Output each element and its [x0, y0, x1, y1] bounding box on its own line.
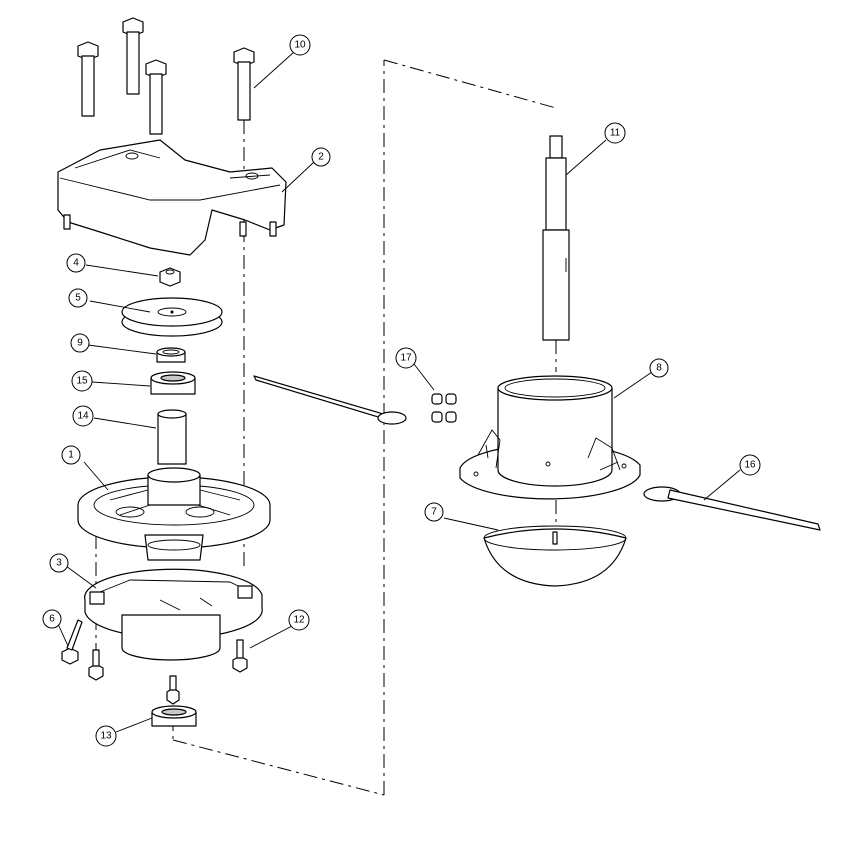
- bolt-short: [145, 59, 167, 135]
- callout-17: 17: [395, 347, 417, 369]
- dome-cover: [483, 525, 627, 587]
- svg-text:2: 2: [318, 152, 324, 163]
- spacer-ring: [156, 347, 186, 363]
- grease-fittings: [431, 393, 457, 423]
- screw-6: [61, 619, 83, 665]
- callout-5: 5: [68, 288, 88, 308]
- callout-9: 9: [70, 333, 90, 353]
- callout-12: 12: [288, 609, 310, 631]
- svg-text:8: 8: [656, 363, 662, 374]
- svg-text:14: 14: [77, 411, 89, 422]
- callout-16: 16: [739, 454, 761, 476]
- svg-text:7: 7: [431, 507, 437, 518]
- svg-text:10: 10: [294, 40, 306, 51]
- blade-rod-right: [643, 486, 821, 531]
- callout-6: 6: [42, 609, 62, 629]
- callout-11: 11: [604, 122, 626, 144]
- svg-text:5: 5: [75, 293, 81, 304]
- lower-bearing: [151, 705, 197, 727]
- callout-7: 7: [424, 502, 444, 522]
- screw-lower-left: [88, 649, 104, 681]
- spindle-housing: [77, 467, 271, 561]
- spindle-hub: [459, 375, 641, 500]
- leader-lines: [57, 51, 741, 733]
- svg-text:17: 17: [400, 353, 412, 364]
- bolt-10: [233, 47, 255, 121]
- svg-text:15: 15: [76, 376, 88, 387]
- screw-center: [166, 675, 180, 705]
- bolt-long-middle: [122, 17, 144, 95]
- bolt-long-left: [77, 41, 99, 117]
- callout-10: 10: [289, 34, 311, 56]
- svg-text:6: 6: [49, 614, 55, 625]
- svg-text:12: 12: [293, 615, 305, 626]
- screw-12: [232, 639, 248, 673]
- blade-rod-left: [253, 375, 407, 425]
- svg-text:3: 3: [56, 558, 62, 569]
- callout-14: 14: [72, 405, 94, 427]
- callout-2: 2: [311, 147, 331, 167]
- callout-3: 3: [49, 553, 69, 573]
- callout-1: 1: [61, 445, 81, 465]
- callout-13: 13: [95, 725, 117, 747]
- svg-text:16: 16: [744, 460, 756, 471]
- svg-text:9: 9: [77, 338, 83, 349]
- callout-4: 4: [66, 253, 86, 273]
- svg-text:13: 13: [100, 731, 112, 742]
- upper-housing: [57, 139, 287, 256]
- svg-text:11: 11: [610, 128, 621, 139]
- sleeve-tube: [157, 409, 187, 465]
- spindle-shaft: [542, 135, 570, 341]
- nut: [159, 267, 181, 287]
- callout-15: 15: [71, 370, 93, 392]
- callout-balloons: 1 2 3 4 5 6 7 8 9 10 11: [42, 34, 761, 747]
- lower-housing: [84, 568, 263, 661]
- pulley: [121, 297, 223, 337]
- callout-8: 8: [649, 358, 669, 378]
- upper-bearing: [150, 371, 196, 395]
- svg-text:4: 4: [73, 258, 79, 269]
- svg-text:1: 1: [68, 450, 74, 461]
